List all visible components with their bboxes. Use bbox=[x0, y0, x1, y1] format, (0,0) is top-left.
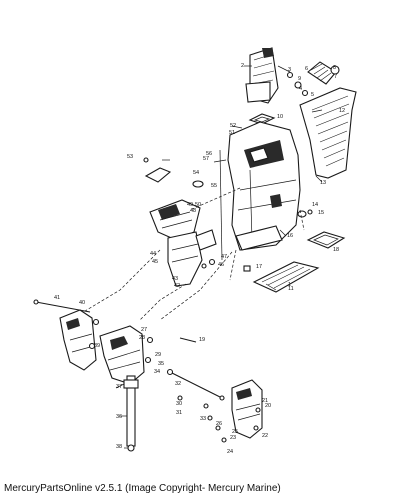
part-plug bbox=[243, 265, 251, 272]
part-swivel-bracket-right bbox=[231, 379, 263, 439]
callout-number-9: 9 bbox=[298, 76, 301, 82]
callout-number-4: 4 bbox=[299, 86, 302, 92]
callout-number-17: 17 bbox=[256, 264, 262, 270]
callout-number-8: 8 bbox=[333, 65, 336, 71]
callout-number-47: 47 bbox=[221, 254, 227, 260]
callout-number-48: 48 bbox=[190, 208, 196, 214]
callout-number-layer: 1234567891011121314151617181920212223242… bbox=[54, 63, 345, 455]
callout-number-24: 24 bbox=[227, 449, 233, 455]
callout-number-43: 43 bbox=[172, 276, 178, 282]
callout-number-13: 13 bbox=[320, 180, 326, 186]
callout-number-41: 41 bbox=[54, 295, 60, 301]
callout-number-45: 45 bbox=[152, 259, 158, 265]
callout-number-18: 18 bbox=[333, 247, 339, 253]
part-long-rod bbox=[166, 368, 225, 401]
callout-number-53: 53 bbox=[127, 154, 133, 160]
part-stern-bracket bbox=[99, 325, 154, 385]
part-pin bbox=[179, 337, 197, 343]
part-small-hardware-top bbox=[277, 65, 309, 97]
part-spacer bbox=[192, 149, 223, 261]
part-lower-screws bbox=[177, 395, 227, 443]
callout-number-15: 15 bbox=[318, 210, 324, 216]
callout-number-52: 52 bbox=[230, 123, 236, 129]
callout-number-39: 39 bbox=[94, 343, 100, 349]
callout-number-46: 46 bbox=[218, 262, 224, 268]
callout-number-7: 7 bbox=[334, 74, 337, 80]
callout-number-3: 3 bbox=[288, 67, 291, 73]
callout-number-11: 11 bbox=[288, 286, 294, 292]
callout-number-5: 5 bbox=[311, 92, 314, 98]
callout-number-2: 2 bbox=[241, 63, 244, 69]
callout-number-28: 28 bbox=[139, 335, 145, 341]
part-driveshaft-housing bbox=[227, 121, 301, 251]
part-bellows bbox=[307, 61, 340, 85]
callout-number-1: 1 bbox=[288, 282, 291, 288]
part-side-panel bbox=[299, 87, 357, 179]
callout-number-30: 30 bbox=[176, 401, 182, 407]
callout-number-38: 38 bbox=[116, 444, 122, 450]
part-bushing-right bbox=[297, 209, 313, 218]
part-upper-mount bbox=[167, 229, 217, 287]
callout-number-36: 36 bbox=[116, 414, 122, 420]
callout-number-33: 33 bbox=[200, 416, 206, 422]
callout-number-57: 57 bbox=[203, 156, 209, 162]
callout-number-29: 29 bbox=[155, 352, 161, 358]
callout-number-10: 10 bbox=[277, 114, 283, 120]
callout-number-31: 31 bbox=[176, 410, 182, 416]
assembly-guide-lines bbox=[69, 187, 305, 321]
image-caption: MercuryPartsOnline v2.5.1 (Image Copyrig… bbox=[4, 483, 281, 494]
part-swivel-bracket-left bbox=[59, 309, 100, 371]
callout-number-54: 54 bbox=[193, 170, 199, 176]
callout-number-51: 51 bbox=[229, 130, 235, 136]
callout-number-34: 34 bbox=[154, 369, 160, 375]
callout-number-16: 16 bbox=[287, 233, 293, 239]
part-bracket-left bbox=[143, 157, 172, 183]
part-water-tube bbox=[245, 47, 279, 104]
callout-number-40: 40 bbox=[79, 300, 85, 306]
part-tilt-tube bbox=[123, 375, 139, 452]
callout-number-44: 44 bbox=[150, 251, 156, 257]
part-seal-ring bbox=[306, 231, 346, 249]
callout-number-42: 42 bbox=[174, 283, 180, 289]
callout-number-20: 20 bbox=[265, 403, 271, 409]
callout-number-21: 21 bbox=[262, 398, 268, 404]
callout-number-27: 27 bbox=[141, 327, 147, 333]
callout-number-26: 26 bbox=[216, 421, 222, 427]
leader-lines bbox=[115, 65, 323, 449]
callout-number-35: 35 bbox=[158, 361, 164, 367]
callout-number-56: 56 bbox=[206, 151, 212, 157]
part-pad bbox=[252, 261, 320, 293]
callout-number-6: 6 bbox=[305, 66, 308, 72]
callout-number-22: 22 bbox=[262, 433, 268, 439]
callout-number-14: 14 bbox=[312, 202, 318, 208]
callout-number-32: 32 bbox=[175, 381, 181, 387]
callout-number-49: 49 bbox=[187, 202, 193, 208]
callout-number-25: 25 bbox=[232, 429, 238, 435]
callout-number-12: 12 bbox=[339, 108, 345, 114]
callout-number-50: 50 bbox=[195, 202, 201, 208]
callout-number-37: 37 bbox=[116, 384, 122, 390]
callout-number-23: 23 bbox=[230, 435, 236, 441]
callout-number-55: 55 bbox=[211, 183, 217, 189]
callout-number-19: 19 bbox=[199, 337, 205, 343]
